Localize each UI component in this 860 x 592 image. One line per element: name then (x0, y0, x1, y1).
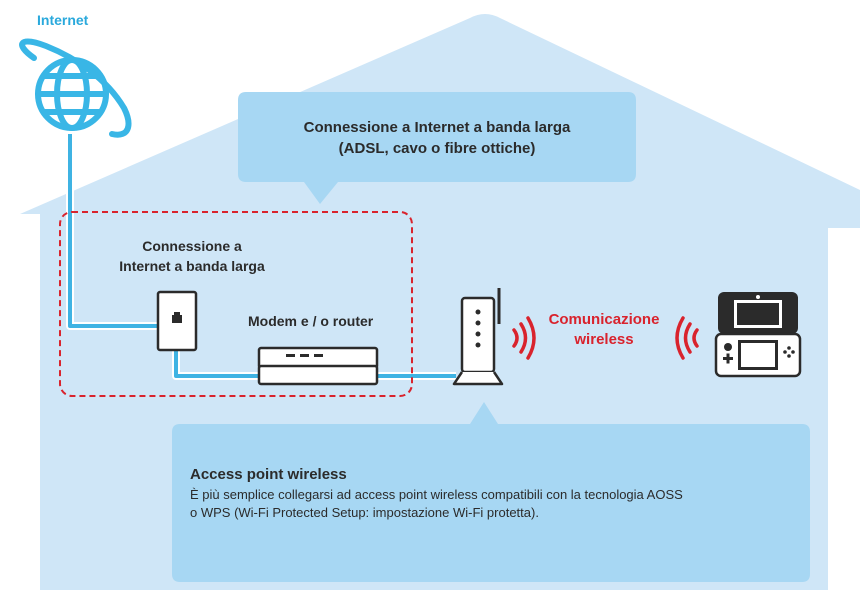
wireless-access-point-icon (452, 288, 504, 386)
callout-top-line2: (ADSL, cavo o fibre ottiche) (338, 140, 536, 157)
wireless-label-line2: wireless (574, 331, 634, 348)
internet-label: Internet (37, 12, 89, 28)
callout-top: Connessione a Internet a banda larga (AD… (238, 117, 636, 159)
signal-waves-icon (675, 316, 699, 360)
wall-jack-label-line2: Internet a banda larga (119, 258, 265, 274)
info-box: Access point wireless È più semplice col… (190, 466, 802, 522)
wall-jack-label: Connessione a Internet a banda larga (90, 236, 294, 276)
wireless-label-line1: Comunicazione (548, 311, 660, 328)
handheld-console-icon (714, 292, 802, 378)
wall-jack-icon (156, 290, 198, 352)
home-network-boundary (59, 211, 413, 397)
cable-internet-inner (68, 134, 162, 328)
info-box-title: Access point wireless (190, 466, 347, 483)
callout-top-shape (238, 92, 636, 204)
modem-label: Modem e / o router (248, 313, 374, 329)
info-box-shape (172, 402, 810, 582)
wireless-label: Comunicazione wireless (538, 310, 670, 350)
callout-top-line1: Connessione a Internet a banda larga (303, 119, 571, 136)
info-box-line2: o WPS (Wi-Fi Protected Setup: impostazio… (190, 505, 539, 520)
info-box-line1: È più semplice collegarsi ad access poin… (190, 487, 683, 502)
globe-icon (19, 38, 132, 138)
signal-waves-icon (512, 316, 536, 360)
modem-router-icon (257, 346, 379, 386)
wall-jack-label-line1: Connessione a (142, 238, 242, 254)
